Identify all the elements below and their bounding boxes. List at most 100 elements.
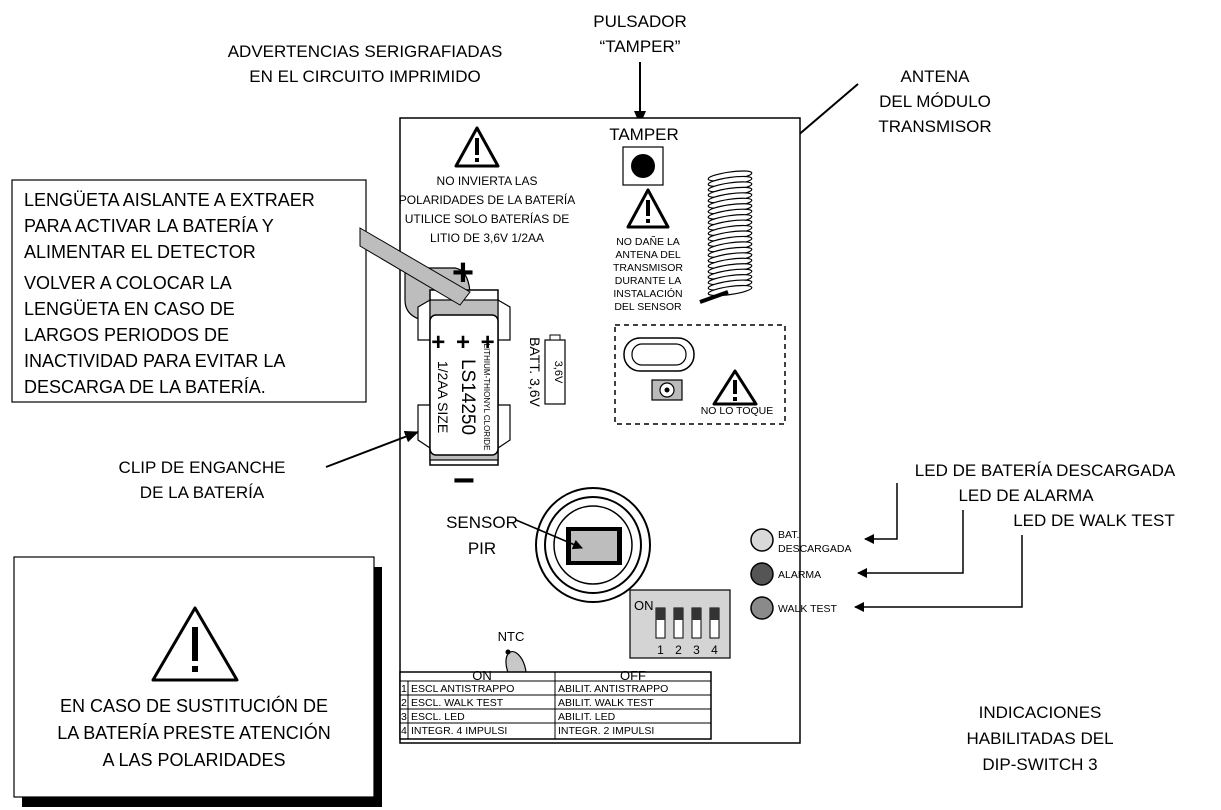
tab-instruction-box <box>11 179 367 403</box>
dip-row1-off: ABILIT. ANTISTRAPPO <box>558 683 668 695</box>
sensor-pir-label-line1: SENSOR <box>446 513 518 532</box>
led-alarma-label: ALARMA <box>778 569 821 581</box>
led-walk-leader <box>854 535 1023 612</box>
battery-warning-line2: POLARIDADES DE LA BATERÍA <box>399 192 576 207</box>
pulsador-callout-line1: PULSADOR <box>593 12 687 31</box>
batt-mini-label: 3,6V <box>552 361 564 384</box>
tab-box-line5: LENGÜETA EN CASO DE <box>24 299 235 319</box>
indicaciones-line3: DIP-SWITCH 3 <box>982 755 1097 774</box>
antenna-coil-turn <box>707 284 753 297</box>
tab-box-line3: ALIMENTAR EL DETECTOR <box>24 242 256 262</box>
polarity-warning-line2: LA BATERÍA PRESTE ATENCIÓN <box>57 722 330 743</box>
serigraph-callout-line1: ADVERTENCIAS SERIGRAFIADAS <box>228 42 503 61</box>
battery-plus-sign: + <box>452 252 474 294</box>
dip-number-1: 1 <box>657 643 664 657</box>
tab-box-line1: LENGÜETA AISLANTE A EXTRAER <box>24 190 315 210</box>
dip-row2-on: ESCL. WALK TEST <box>411 697 504 709</box>
battery-model: LS14250 <box>457 359 478 435</box>
tamper-label: TAMPER <box>609 125 679 144</box>
dip-lever-knob-2 <box>674 608 683 620</box>
antenna-warning-line4: DURANTE LA <box>615 275 682 287</box>
battery-plus-signs: + + + <box>431 329 496 356</box>
antena-callout-line2: DEL MÓDULO <box>879 92 991 111</box>
transmitter-module <box>614 324 786 425</box>
dip-row2-off: ABILIT. WALK TEST <box>558 697 654 709</box>
clip-arrow <box>325 431 419 468</box>
battery-size: 1/2AA SIZE <box>435 361 451 433</box>
sensor-pir-label-line2: PIR <box>468 539 496 558</box>
dip-lever-knob-3 <box>692 608 701 620</box>
tab-strip <box>359 227 471 306</box>
led-bateria-callout: LED DE BATERÍA DESCARGADA <box>915 461 1176 480</box>
no-touch-label: NO LO TOQUE <box>701 405 774 417</box>
tab-box-line8: DESCARGA DE LA BATERÍA. <box>24 377 266 397</box>
dip-number-4: 4 <box>711 643 718 657</box>
tab-box-line4: VOLVER A COLOCAR LA <box>24 273 232 293</box>
antena-callout-line1: ANTENA <box>901 67 971 86</box>
led-walk-test <box>750 596 774 620</box>
antena-callout-line3: TRANSMISOR <box>878 117 991 136</box>
dip-on-label: ON <box>634 598 654 613</box>
led-bateria-leader <box>864 483 898 544</box>
dip-row2-num: 2 <box>401 697 407 709</box>
dip-row4-on: INTEGR. 4 IMPULSI <box>411 725 507 737</box>
tab-box-line2: PARA ACTIVAR LA BATERÍA Y <box>24 216 274 236</box>
pulsador-callout-line2: “TAMPER” <box>600 37 681 56</box>
battery-warning-line1: NO INVIERTA LAS <box>437 174 538 188</box>
tamper-button-knob <box>631 154 655 178</box>
indicaciones-line1: INDICACIONES <box>979 703 1102 722</box>
led-walk-label: WALK TEST <box>778 603 838 615</box>
batt-voltage-label: BATT. 3,6V <box>527 337 543 407</box>
tab-box-line6: LARGOS PERIODOS DE <box>24 325 229 345</box>
tamper-button <box>622 146 664 186</box>
dip-row4-num: 4 <box>401 725 407 737</box>
dip-row1-num: 1 <box>401 683 407 695</box>
warning-triangle-icon <box>454 126 500 168</box>
antenna-warning-line6: DEL SENSOR <box>614 301 682 313</box>
led-alarma <box>750 562 774 586</box>
dip-row3-off: ABILIT. LED <box>558 711 616 723</box>
battery-chemistry: LITHIUM-THIONYL CLORIDE <box>482 344 491 451</box>
dip-lever-knob-4 <box>710 608 719 620</box>
ntc-label: NTC <box>498 629 525 644</box>
antenna-warning-line2: ANTENA DEL <box>615 249 681 261</box>
clip-callout-line2: DE LA BATERÍA <box>140 483 265 502</box>
polarity-warning-icon <box>151 606 239 682</box>
led-bat-label-line2: DESCARGADA <box>778 543 852 555</box>
battery-warning-line4: LITIO DE 3,6V 1/2AA <box>430 231 544 245</box>
serigraph-callout-line2: EN EL CIRCUITO IMPRIMIDO <box>249 67 480 86</box>
antenna-warning-icon <box>626 188 670 229</box>
dip-row3-num: 3 <box>401 711 407 723</box>
dip-table-header-off: OFF <box>620 668 646 683</box>
clip-callout-line1: CLIP DE ENGANCHE <box>119 458 286 477</box>
battery-cell <box>429 314 499 456</box>
tab-box-line7: INACTIVIDAD PARA EVITAR LA <box>24 351 285 371</box>
antenna-warning-line1: NO DAÑE LA <box>616 235 680 248</box>
dip-number-2: 2 <box>675 643 682 657</box>
antenna-lead <box>699 290 729 304</box>
dip-number-3: 3 <box>693 643 700 657</box>
battery-warning-line3: UTILICE SOLO BATERÍAS DE <box>405 211 569 226</box>
indicaciones-line2: HABILITADAS DEL <box>966 729 1113 748</box>
antenna-coil <box>699 170 753 304</box>
led-alarma-leader <box>857 510 964 578</box>
dip-row3-on: ESCL. LED <box>411 711 465 723</box>
led-alarma-callout: LED DE ALARMA <box>958 486 1094 505</box>
led-bateria-descargada <box>750 528 774 552</box>
led-bat-label-line1: BAT. <box>778 529 799 541</box>
battery-minus-sign: − <box>453 460 475 502</box>
dip-table <box>399 671 712 740</box>
pir-arrow <box>515 519 583 550</box>
dip-row1-on: ESCL ANTISTRAPPO <box>411 683 514 695</box>
dip-row4-off: INTEGR. 2 IMPULSI <box>558 725 654 737</box>
pir-sensor <box>535 487 651 603</box>
antenna-warning-line5: INSTALACIÓN <box>613 287 682 300</box>
led-walk-callout: LED DE WALK TEST <box>1013 511 1175 530</box>
dip-lever-knob-1 <box>656 608 665 620</box>
antenna-warning-line3: TRANSMISOR <box>613 262 683 274</box>
dip-table-header-on: ON <box>472 668 492 683</box>
polarity-warning-line1: EN CASO DE SUSTITUCIÓN DE <box>60 695 328 716</box>
polarity-warning-line3: A LAS POLARIDADES <box>102 750 285 770</box>
